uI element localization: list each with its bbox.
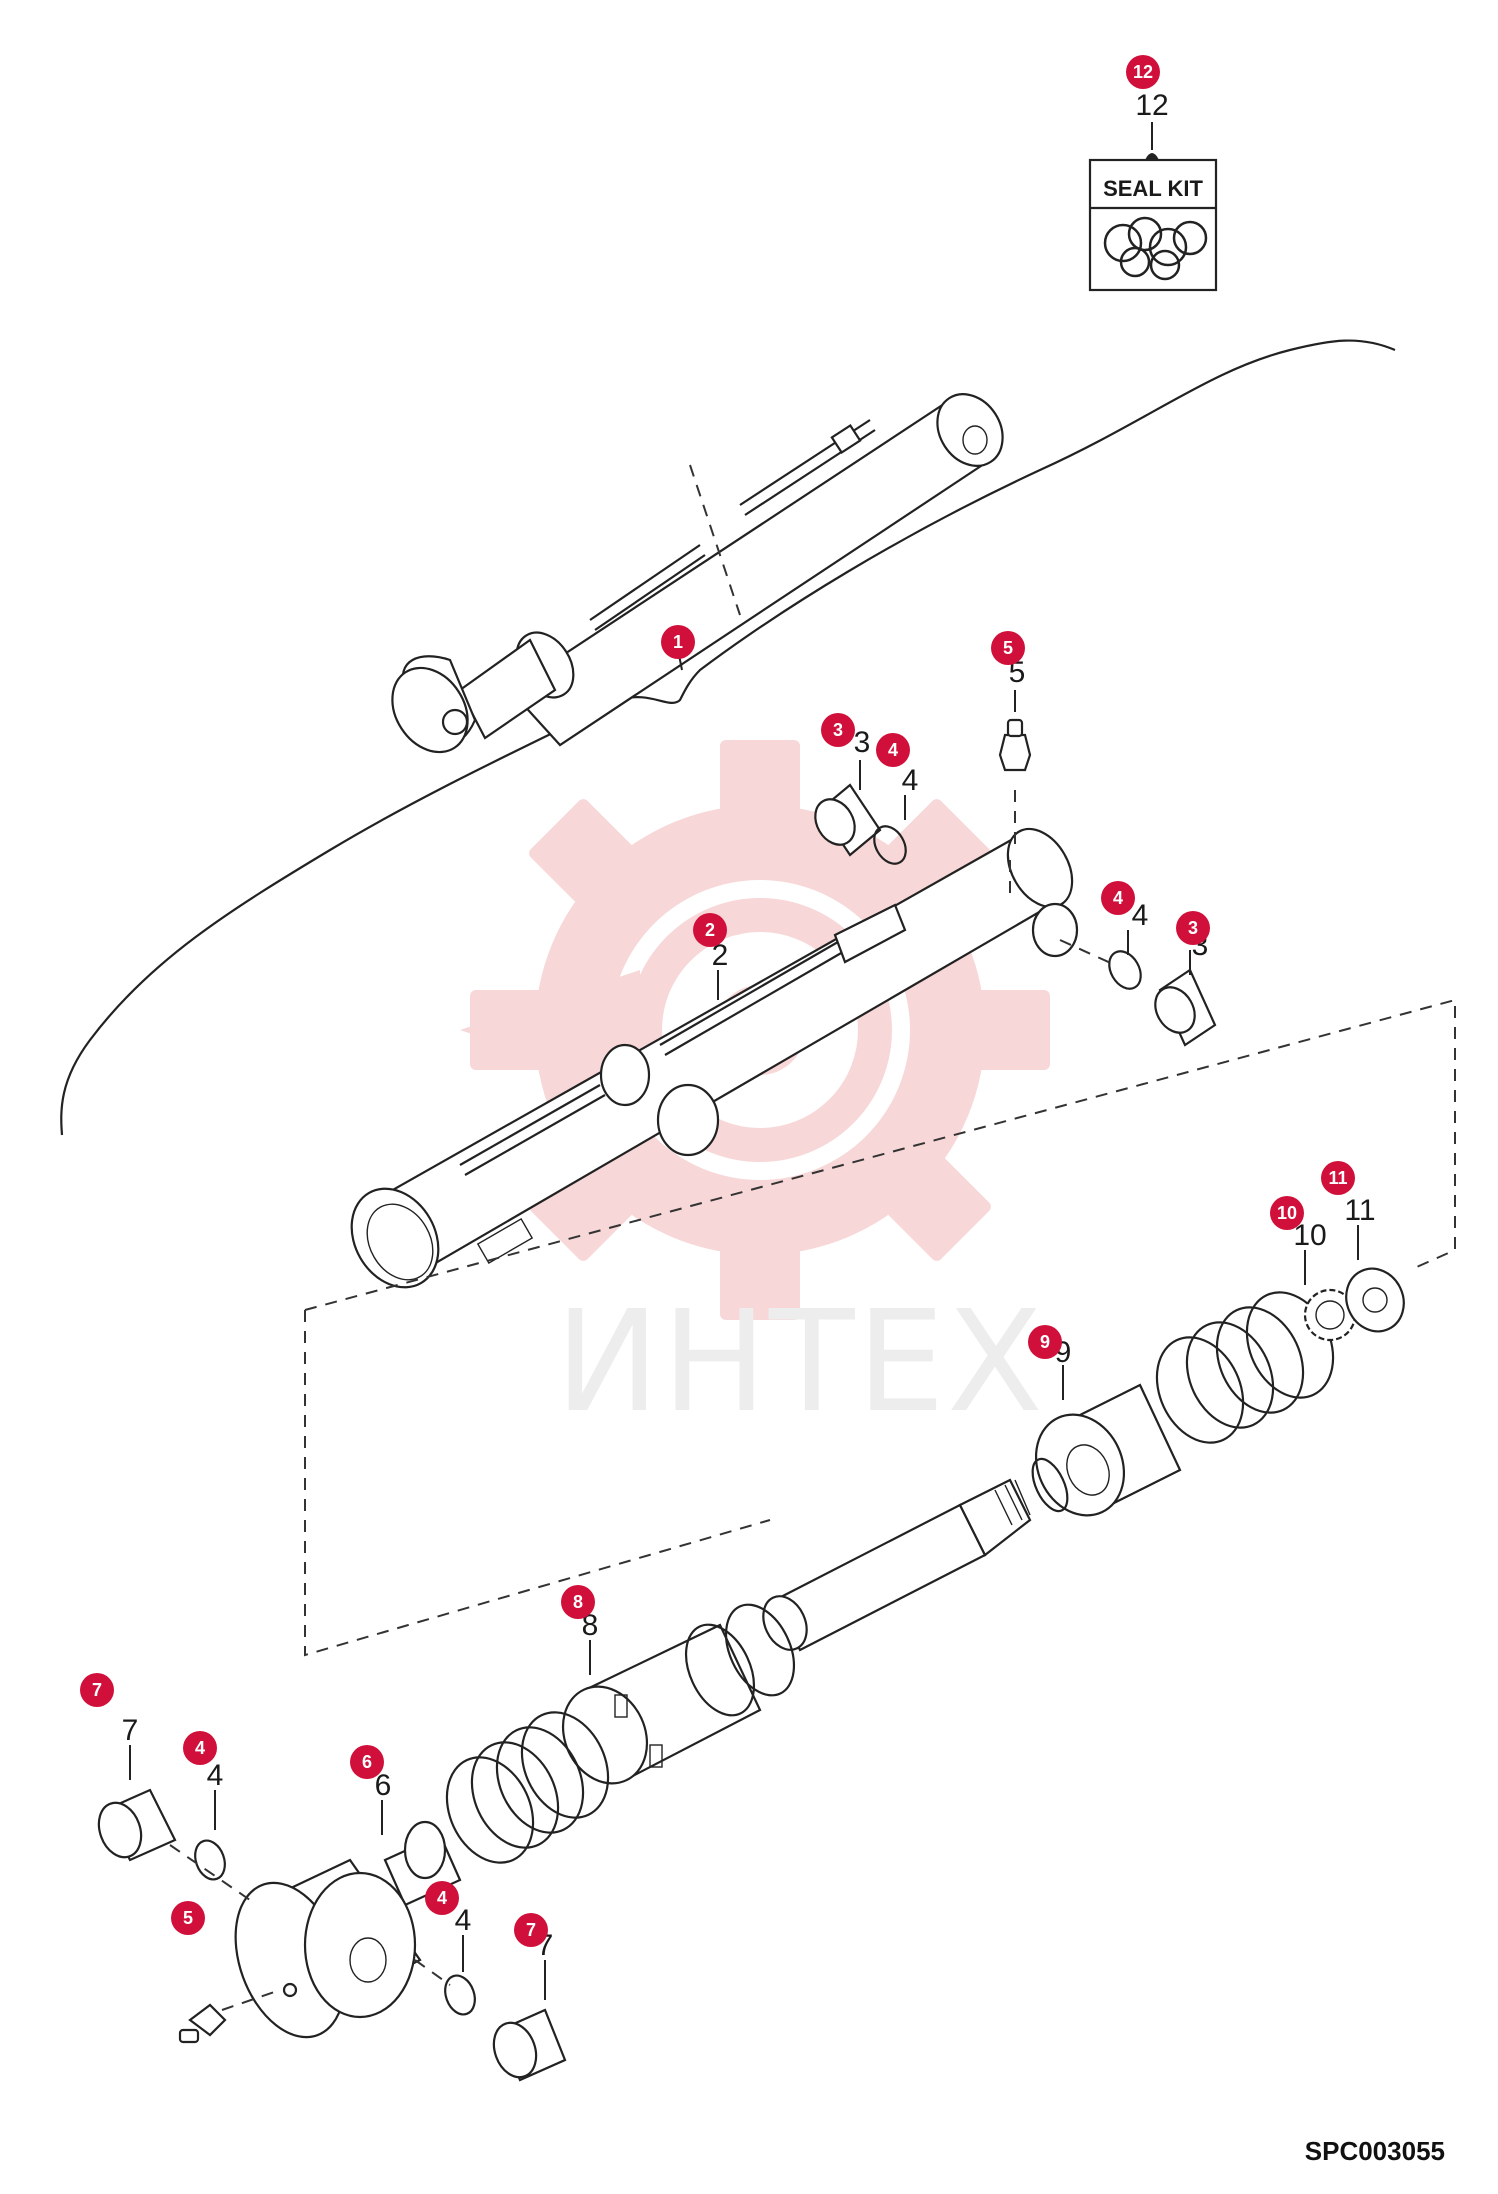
label-7a: 7 [122,1714,139,1747]
svg-text:3: 3 [833,720,843,740]
svg-text:4: 4 [437,1888,447,1908]
svg-text:4: 4 [195,1738,205,1758]
bushing-top-left [814,760,907,865]
spring-left [445,1711,610,1864]
callout-3-top[interactable]: 3 [821,713,855,747]
rod-eye-part [234,1800,462,2039]
assembly-boundary-curve [60,339,1396,1136]
callout-11[interactable]: 11 [1321,1161,1355,1195]
callout-7-left[interactable]: 7 [80,1673,114,1707]
explode-dashed-outline [304,998,1456,1657]
label-12: 12 [1135,89,1168,122]
grease-fitting-top [998,690,1032,850]
seal-kit-orings-icon [1103,216,1208,281]
svg-text:5: 5 [1003,638,1013,658]
label-8: 8 [582,1609,599,1642]
label-3a: 3 [854,726,871,759]
svg-text:10: 10 [1277,1203,1297,1223]
callout-10[interactable]: 10 [1270,1196,1304,1230]
seal-kit-box: SEAL KIT [1088,122,1218,292]
callout-4-top[interactable]: 4 [876,733,910,767]
bushing-right [1059,930,1217,1047]
barrel-part [350,827,1079,1289]
gland-part [561,1603,796,1785]
watermark-text: ИНТЕХ [555,1281,1045,1444]
callout-1[interactable]: 1 [661,625,695,659]
svg-text:6: 6 [362,1752,372,1772]
svg-text:3: 3 [1188,918,1198,938]
svg-text:11: 11 [1328,1168,1347,1188]
svg-text:1: 1 [673,632,683,652]
label-6: 6 [375,1769,392,1802]
svg-text:7: 7 [526,1920,536,1940]
callout-2[interactable]: 2 [693,913,727,947]
svg-text:4: 4 [1113,888,1123,908]
grease-fitting-bottom [178,1989,281,2044]
svg-text:2: 2 [705,920,715,940]
callout-8[interactable]: 8 [561,1585,595,1619]
svg-text:7: 7 [92,1680,102,1700]
svg-text:9: 9 [1040,1332,1050,1352]
callout-5-bottom[interactable]: 5 [171,1901,205,1935]
callout-6[interactable]: 6 [350,1745,384,1779]
bushing-bottom-right [414,1935,567,2082]
label-4a: 4 [902,764,919,797]
label-11: 11 [1344,1194,1375,1227]
callout-4-right[interactable]: 4 [1101,881,1135,915]
document-code: SPC003055 [1305,2136,1445,2166]
label-2: 2 [712,939,729,972]
watermark-gear-logo: ИНТЕХ [460,740,1050,1444]
svg-text:5: 5 [183,1908,193,1928]
callout-bubbles: 12 1 5 3 4 2 4 3 [80,55,1355,1947]
nut-part [1345,1225,1405,1333]
callout-7-bottom[interactable]: 7 [514,1913,548,1947]
callout-12[interactable]: 12 [1126,55,1160,89]
label-4d: 4 [455,1904,472,1937]
callout-4-left[interactable]: 4 [183,1731,217,1765]
callout-9[interactable]: 9 [1028,1325,1062,1359]
piston-part [1031,1365,1182,1517]
svg-text:8: 8 [573,1592,583,1612]
seal-kit-label: SEAL KIT [1103,176,1203,201]
cylinder-assembly-part [391,393,1004,754]
rod-part [762,1478,1032,1652]
callout-3-right[interactable]: 3 [1176,911,1210,945]
part-number-labels: 12 2 3 4 5 4 3 10 11 9 8 7 4 6 4 7 [122,89,1376,1962]
svg-text:4: 4 [888,740,898,760]
callout-5-top[interactable]: 5 [991,631,1025,665]
label-4b: 4 [1132,899,1149,932]
bushing-bottom-left [97,1745,251,1901]
label-4c: 4 [207,1759,224,1792]
svg-text:12: 12 [1133,62,1153,82]
callout-4-bottom[interactable]: 4 [425,1881,459,1915]
